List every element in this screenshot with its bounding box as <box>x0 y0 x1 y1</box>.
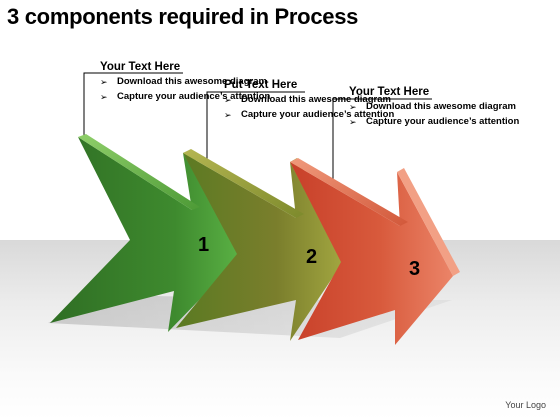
list-item: ➢ Download this awesome diagram <box>224 94 394 107</box>
step-arrow-3 <box>290 158 460 345</box>
list-item: ➢ Download this awesome diagram <box>100 76 270 89</box>
arrow-bullet-icon: ➢ <box>349 102 357 112</box>
arrow-bullet-icon: ➢ <box>100 91 108 102</box>
arrow-bullet-icon: ➢ <box>224 95 232 105</box>
step-number-2: 2 <box>306 246 317 268</box>
page-title: 3 components required in Process <box>7 4 359 29</box>
list-item: ➢ Capture your audience’s attention <box>349 116 519 129</box>
list-item: ➢Capture your audience’s attention <box>100 91 270 104</box>
bullet-text: Download this awesome diagram <box>366 101 516 112</box>
bullet-text: Capture your audience’s attention <box>117 90 271 102</box>
bullet-text: Download this awesome diagram <box>241 94 391 105</box>
callout-bullet-list: ➢Download this awesome diagram ➢Capture … <box>224 94 394 121</box>
arrow-bullet-icon: ➢ <box>349 116 357 127</box>
list-item: ➢ Capture your audience’s attention <box>224 109 394 122</box>
callout-step-2: Put Text Here ➢Download this awesome dia… <box>224 79 394 123</box>
step-number-1: 1 <box>198 234 209 256</box>
bullet-text: Capture your audience’s attention <box>366 115 520 127</box>
logo-placeholder: Your Logo <box>505 400 546 410</box>
arrow-bullet-icon: ➢ <box>224 109 232 120</box>
step-number-3: 3 <box>409 258 420 280</box>
callout-bullet-list: ➢ Download this awesome diagram ➢ Capture … <box>349 101 519 128</box>
bullet-text: Capture your audience’s attention <box>241 108 395 120</box>
callout-heading: Your Text Here <box>100 61 181 73</box>
callout-step-1: Your Text Here ➢ Download this awesome di… <box>100 61 270 105</box>
bullet-text: Download this awesome diagram <box>117 76 267 87</box>
arrow-bullet-icon: ➢ <box>100 77 108 87</box>
callout-leader-lines <box>83 72 432 182</box>
callout-heading: Your Text Here <box>349 86 430 98</box>
callout-heading: Put Text Here <box>224 79 298 91</box>
list-item: ➢ Download this awesome diagram <box>349 101 519 114</box>
callout-step-3: Your Text Here ➢ Download this awesome di… <box>349 86 519 130</box>
callout-bullet-list: ➢Download this awesome diagram ➢Capture … <box>100 76 270 103</box>
